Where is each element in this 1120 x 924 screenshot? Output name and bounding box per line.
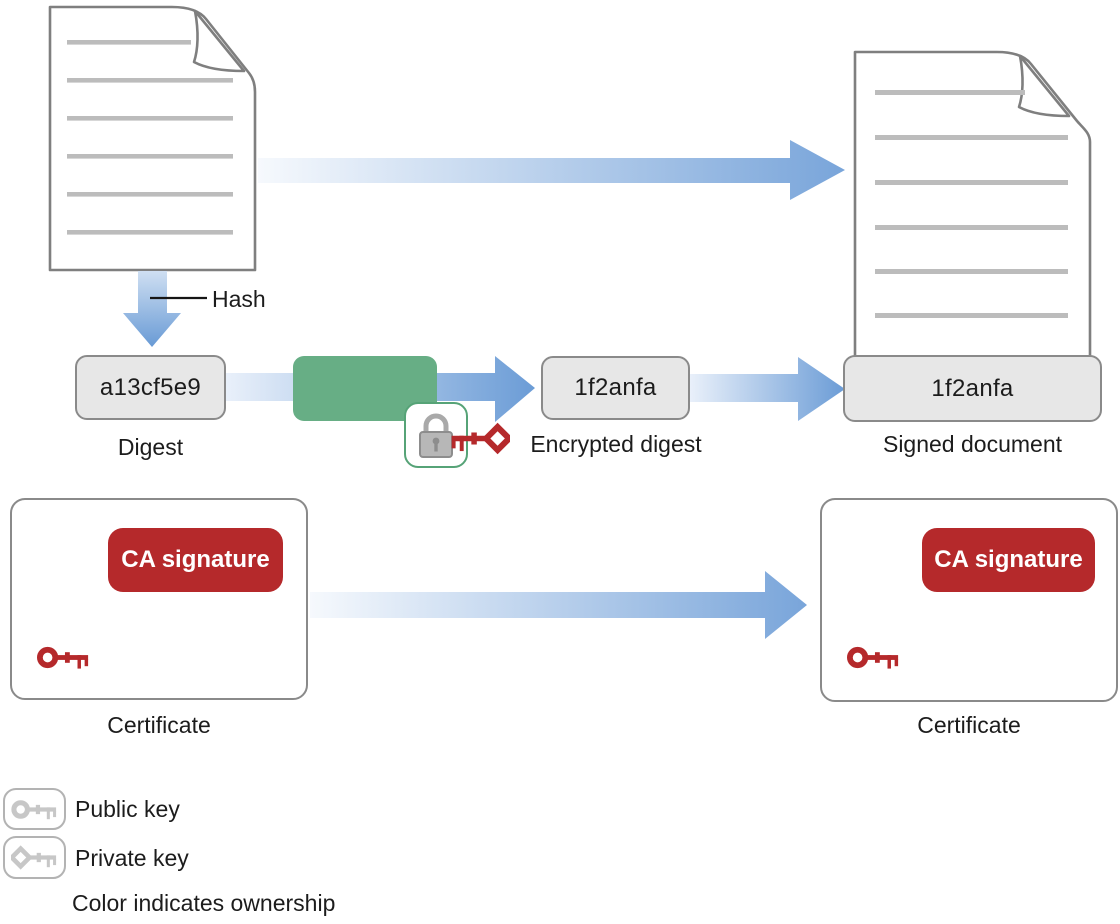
legend-public-key-swatch (3, 788, 66, 830)
private-key-icon (11, 844, 59, 871)
signed-document-digest-box: 1f2anfa (843, 355, 1102, 422)
legend-private-key-swatch (3, 836, 66, 879)
digest-box: a13cf5e9 (75, 355, 226, 420)
public-key-icon (11, 796, 59, 823)
ca-signature-text: CA signature (121, 546, 270, 573)
arrow-hash-down (123, 271, 181, 347)
ca-signature-badge: CA signature (922, 528, 1095, 592)
arrow-encrypted-to-signed (690, 357, 845, 421)
certificate-left-label: Certificate (107, 712, 211, 738)
hash-label: Hash (212, 286, 266, 312)
digest-value: a13cf5e9 (99, 373, 202, 401)
public-key-icon (847, 642, 901, 673)
legend-public-key-label: Public key (75, 796, 180, 822)
source-document-icon (48, 5, 257, 272)
signed-document-digest-value: 1f2anfa (931, 374, 1014, 402)
signed-document-icon (853, 50, 1092, 360)
encrypted-digest-value: 1f2anfa (574, 374, 657, 401)
lock-icon (419, 413, 453, 458)
legend-private-key-label: Private key (75, 845, 189, 871)
legend-ownership-note: Color indicates ownership (72, 890, 336, 916)
certificate-right-label: Certificate (917, 712, 1021, 738)
encryption-lock-badge (404, 402, 468, 468)
private-key-icon (448, 421, 510, 456)
digest-label: Digest (117, 434, 184, 460)
certificate-right: CA signature (820, 498, 1118, 702)
arrow-certificate-to-certificate (310, 571, 807, 639)
ca-signature-text: CA signature (934, 546, 1083, 573)
encrypted-digest-label: Encrypted digest (530, 431, 702, 457)
certificate-left: CA signature (10, 498, 308, 700)
document-text-lines (67, 40, 233, 235)
ca-signature-badge: CA signature (108, 528, 283, 592)
public-key-icon (37, 642, 91, 673)
signed-document-label: Signed document (882, 431, 1062, 457)
arrow-document-to-signed (258, 140, 845, 200)
encrypted-digest-box: 1f2anfa (541, 356, 690, 420)
document-text-lines (875, 90, 1068, 318)
